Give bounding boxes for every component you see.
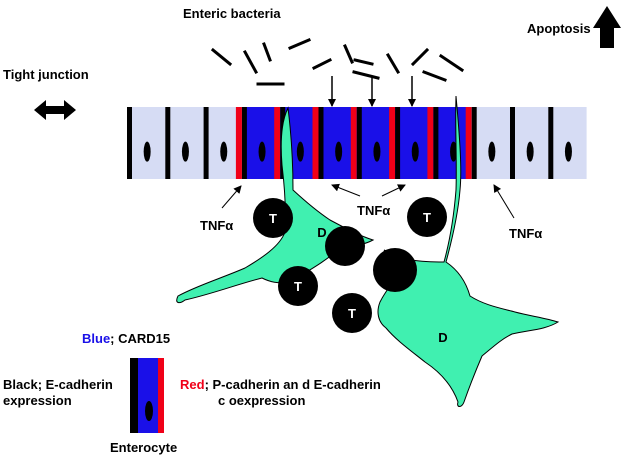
d-cell-label: D [317,225,326,240]
legend-ecadherin-swatch [130,358,138,433]
cell-nucleus [143,141,151,162]
tnf-arrow [381,184,406,197]
legend-pcadherin-swatch [158,358,164,433]
ecadherin-border [471,107,477,179]
bacterium [353,58,374,66]
ecadherin-border [356,107,362,179]
tnf-arrows [221,183,515,219]
t-cells [253,197,447,333]
bacterium [438,53,465,73]
pcadherin-border [465,107,472,179]
pcadherin-border [427,107,434,179]
ecadherin-border [510,107,515,179]
t-cell-label: T [423,210,431,225]
pcadherin-border [350,107,357,179]
t-cell-label: T [348,306,356,321]
cell-nucleus [411,141,419,162]
legend-red-line: Red; P-cadherin an d E-cadherin [180,377,381,392]
bacterium [210,47,233,67]
bacterium [410,47,430,67]
dark-cell [325,226,365,266]
enterocyte-label: Enterocyte [110,440,177,455]
tnf-label-left: TNFα [200,218,233,233]
bacterium [343,44,354,64]
ecadherin-border [203,107,209,179]
pcadherin-border [312,107,319,179]
d-cell-label: D [438,330,447,345]
bacteria-group [210,38,465,86]
bacterium [288,38,311,50]
pcadherin-border [274,107,281,179]
legend-blue-word: Blue [82,331,110,346]
legend-card15-swatch [138,358,158,433]
legend-blue-rest: ; CARD15 [110,331,170,346]
tight-junction-label: Tight junction [3,67,89,82]
apoptosis-label: Apoptosis [527,21,591,36]
ecadherin-border [318,107,324,179]
ecadherin-border [433,107,439,179]
legend-black-line2: expression [3,393,72,408]
ecadherin-border [165,107,171,179]
epithelium [127,107,587,179]
t-cell-label: T [294,279,302,294]
bacterium [422,70,447,82]
tnf-label-mid: TNFα [357,203,390,218]
ecadherin-border [127,107,132,179]
legend-red-word: Red [180,377,205,392]
cell-nucleus [258,141,266,162]
bacterium [352,70,380,80]
bacterium [311,57,333,71]
cell-nucleus [373,141,381,162]
up-arrow-icon [593,6,621,48]
pcadherin-border [235,107,242,179]
tnf-arrow [331,183,361,197]
tnf-label-right: TNFα [509,226,542,241]
legend-nucleus [145,401,153,421]
legend-blue-line: Blue; CARD15 [82,331,170,346]
double-arrow-icon [34,100,76,120]
cell-nucleus [296,141,304,162]
legend-black-line1: Black; E-cadherin [3,377,113,392]
t-cell-label: T [269,211,277,226]
ecadherin-border [241,107,247,179]
legend-red-line2: c oexpression [218,393,305,408]
dendritic-cell [377,95,560,407]
legend-red-rest: ; P-cadherin an d E-cadherin [205,377,381,392]
enteric-bacteria-label: Enteric bacteria [183,6,281,21]
bacteria-arrows [328,76,416,107]
bacterium [385,52,401,75]
t-cell [253,198,293,238]
cell-nucleus [526,141,534,162]
t-cell [407,197,447,237]
cell-nucleus [564,141,572,162]
cell-nucleus [488,141,496,162]
legend: Blue; CARD15 Black; E-cadherin expressio… [3,331,381,455]
tnf-arrow [493,184,515,219]
pcadherin-border [389,107,396,179]
cell-nucleus [335,141,343,162]
bacterium [262,42,272,62]
tnf-arrow [221,185,242,209]
ecadherin-border [395,107,401,179]
t-cell [332,293,372,333]
cell-nucleus [450,141,458,162]
cell-nucleus [220,141,228,162]
cell-nucleus [181,141,189,162]
t-cell [278,266,318,306]
bacterium [242,49,259,75]
dark-cell [373,248,417,292]
ecadherin-border [548,107,554,179]
